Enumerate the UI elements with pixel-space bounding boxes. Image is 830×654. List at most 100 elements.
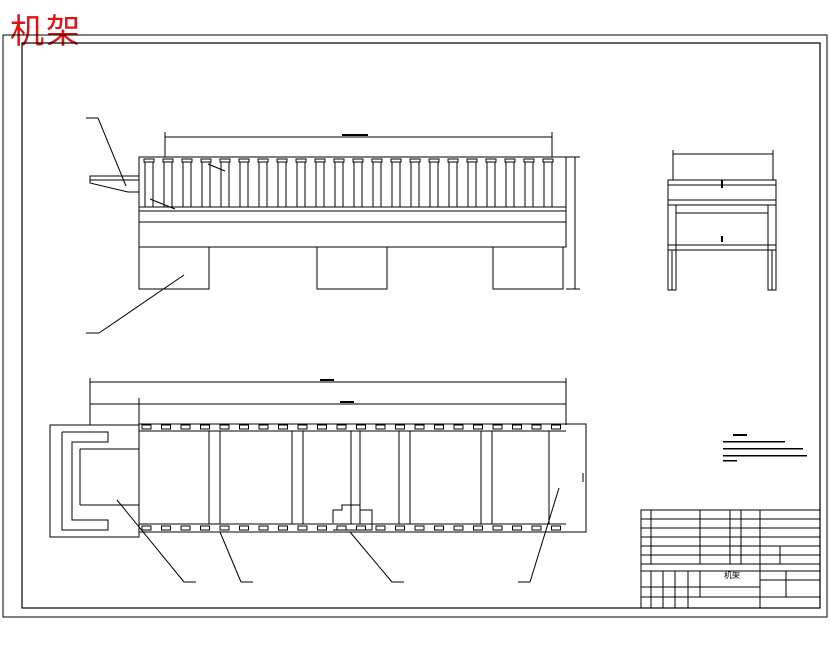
roller-cap <box>143 158 155 163</box>
top-view <box>49 378 587 583</box>
feed-chute <box>49 424 140 538</box>
roller-post <box>182 161 192 208</box>
bottom-tabs <box>141 424 561 531</box>
roller-post <box>543 161 553 208</box>
roller-cap <box>428 158 440 163</box>
roller-cap <box>371 158 383 163</box>
roller-post <box>372 161 382 208</box>
side-view <box>667 150 777 291</box>
leg-2 <box>316 246 388 290</box>
top-tab <box>161 424 171 430</box>
top-tab <box>531 424 542 430</box>
leg-1 <box>138 246 210 290</box>
top-tab <box>414 424 425 430</box>
roller-post <box>486 161 496 208</box>
top-tab <box>239 424 249 430</box>
bottom-tab <box>317 525 327 531</box>
front-view <box>86 117 580 334</box>
bottom-tab <box>219 525 230 531</box>
roller-post <box>315 161 325 208</box>
roller-cap <box>504 158 516 163</box>
roller-cap <box>200 158 212 163</box>
top-tab <box>434 424 444 430</box>
roller-posts <box>143 158 554 208</box>
roller-post <box>467 161 477 208</box>
bottom-tab <box>297 525 308 531</box>
top-tab <box>551 424 561 430</box>
frame-body <box>138 156 567 248</box>
bottom-tab <box>356 525 366 531</box>
roller-cap <box>219 158 231 163</box>
roller-post <box>391 161 401 208</box>
roller-cap <box>390 158 402 163</box>
roller-post <box>410 161 420 208</box>
roller-post <box>524 161 534 208</box>
roller-cap <box>314 158 326 163</box>
top-tab <box>180 424 191 430</box>
top-tab <box>473 424 483 430</box>
frame-dividers <box>208 430 550 525</box>
bottom-tab <box>375 525 386 531</box>
bottom-tab <box>200 525 210 531</box>
bottom-tab <box>161 525 171 531</box>
roller-cap <box>466 158 478 163</box>
top-tab <box>219 424 230 430</box>
bottom-tab <box>512 525 522 531</box>
roller-post <box>277 161 287 208</box>
top-tab <box>356 424 366 430</box>
technical-notes <box>723 434 807 462</box>
top-tab <box>512 424 522 430</box>
roller-post <box>429 161 439 208</box>
bottom-tab <box>180 525 191 531</box>
bottom-tab <box>551 525 561 531</box>
title-block-name: 机架 <box>724 570 740 580</box>
roller-post <box>220 161 230 208</box>
top-tab <box>278 424 288 430</box>
top-tab <box>200 424 210 430</box>
inner-border <box>21 42 821 609</box>
top-tab <box>375 424 386 430</box>
roller-post <box>201 161 211 208</box>
roller-post <box>258 161 268 208</box>
bottom-tab <box>395 525 405 531</box>
roller-cap <box>238 158 250 163</box>
roller-post <box>296 161 306 208</box>
roller-post <box>505 161 515 208</box>
roller-post <box>239 161 249 208</box>
bottom-tab <box>492 525 503 531</box>
top-tab <box>395 424 405 430</box>
roller-cap <box>523 158 535 163</box>
bottom-tab <box>141 525 152 531</box>
leg-3 <box>492 246 564 290</box>
roller-cap <box>162 158 174 163</box>
bottom-tab <box>239 525 249 531</box>
bottom-tab <box>336 525 347 531</box>
roller-cap <box>295 158 307 163</box>
bottom-tab <box>531 525 542 531</box>
roller-post <box>163 161 173 208</box>
roller-post <box>448 161 458 208</box>
top-tab <box>336 424 347 430</box>
bottom-tab <box>414 525 425 531</box>
bottom-tab <box>258 525 269 531</box>
top-tab <box>297 424 308 430</box>
roller-cap <box>485 158 497 163</box>
top-tab <box>258 424 269 430</box>
title-block <box>640 509 821 609</box>
frame-top-outline <box>138 423 587 533</box>
roller-cap <box>352 158 364 163</box>
roller-cap <box>542 158 554 163</box>
top-tab <box>492 424 503 430</box>
roller-cap <box>276 158 288 163</box>
top-tab <box>141 424 152 430</box>
roller-cap <box>333 158 345 163</box>
bottom-tab <box>434 525 444 531</box>
outer-border <box>2 34 828 618</box>
roller-cap <box>181 158 193 163</box>
roller-post <box>334 161 344 208</box>
roller-cap <box>257 158 269 163</box>
roller-cap <box>409 158 421 163</box>
top-tab <box>453 424 464 430</box>
bottom-tab <box>473 525 483 531</box>
